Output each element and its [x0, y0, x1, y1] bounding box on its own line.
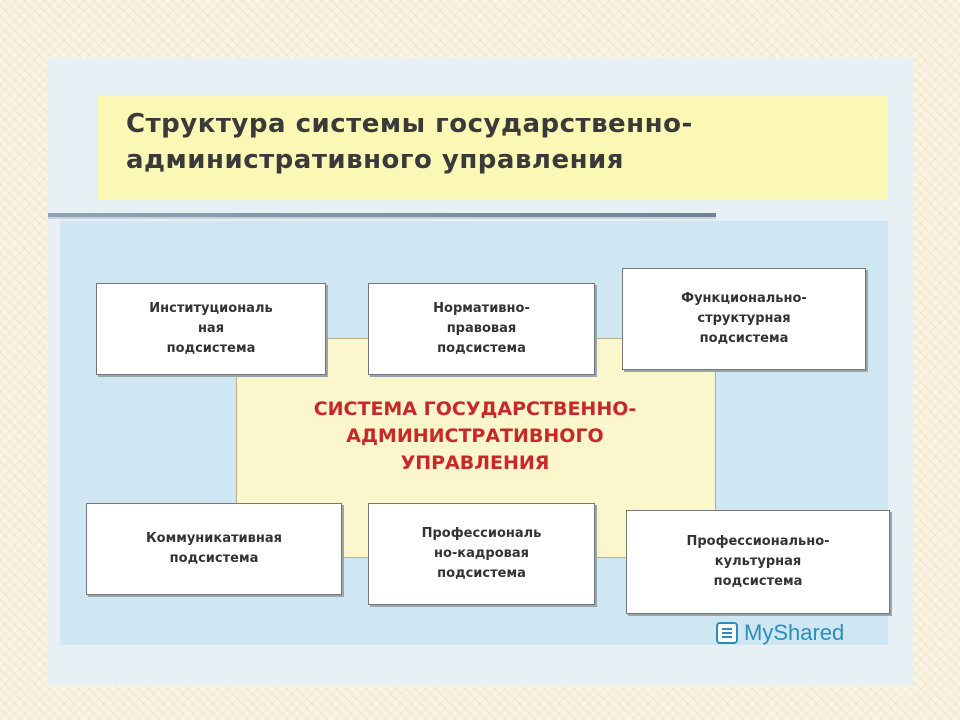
subsystem-label-line: подсистема — [437, 341, 526, 356]
subsystem-label-line: культурная — [714, 554, 802, 569]
professional-personnel-subsystem-box: Профессиональ но-кадровая подсистема — [368, 503, 595, 605]
title-line-2: административного управления — [126, 145, 624, 175]
subsystem-label-line: подсистема — [437, 566, 526, 581]
institutional-subsystem-box: Институциональ ная подсистема — [96, 283, 326, 375]
center-line-3: УПРАВЛЕНИЯ — [400, 452, 550, 474]
subsystem-label-line: Функционально- — [681, 291, 807, 306]
normative-legal-subsystem-box: Нормативно- правовая подсистема — [368, 283, 595, 375]
subsystem-label-line: Институциональ — [149, 301, 273, 316]
watermark-text: MyShared — [744, 620, 845, 645]
subsystem-label-line: структурная — [697, 311, 791, 326]
center-line-2: АДМИНИСТРАТИВНОГО — [346, 425, 604, 447]
title-divider — [48, 213, 716, 217]
subsystem-label-line: но-кадровая — [434, 546, 529, 561]
subsystem-label-line: Профессионально- — [686, 534, 830, 549]
functional-structural-subsystem-box: Функционально- структурная подсистема — [622, 268, 866, 370]
subsystem-label-line: подсистема — [699, 331, 789, 346]
slide: Структура системы государственно- админи… — [48, 58, 913, 685]
communicative-subsystem-box: Коммуникативная подсистема — [86, 503, 342, 595]
slide-title: Структура системы государственно- админи… — [126, 106, 866, 178]
professional-cultural-subsystem-box: Профессионально- культурная подсистема — [626, 510, 890, 614]
title-divider-shadow — [48, 217, 716, 219]
subsystem-label-line: правовая — [446, 321, 517, 336]
myshared-watermark: MyShared — [716, 618, 844, 648]
center-line-1: СИСТЕМА ГОСУДАРСТВЕННО- — [313, 398, 637, 420]
central-system-label: СИСТЕМА ГОСУДАРСТВЕННО- АДМИНИСТРАТИВНОГ… — [236, 396, 714, 477]
myshared-logo-icon — [716, 622, 738, 644]
subsystem-label-line: ная — [197, 321, 225, 336]
subsystem-label-line: подсистема — [169, 551, 259, 566]
subsystem-label-line: Коммуникативная — [146, 531, 282, 546]
subsystem-label-line: подсистема — [166, 341, 256, 356]
title-band — [98, 96, 888, 200]
title-line-1: Структура системы государственно- — [126, 109, 693, 139]
subsystem-label-line: подсистема — [713, 574, 803, 589]
subsystem-label-line: Профессиональ — [421, 526, 542, 541]
subsystem-label-line: Нормативно- — [433, 301, 530, 316]
